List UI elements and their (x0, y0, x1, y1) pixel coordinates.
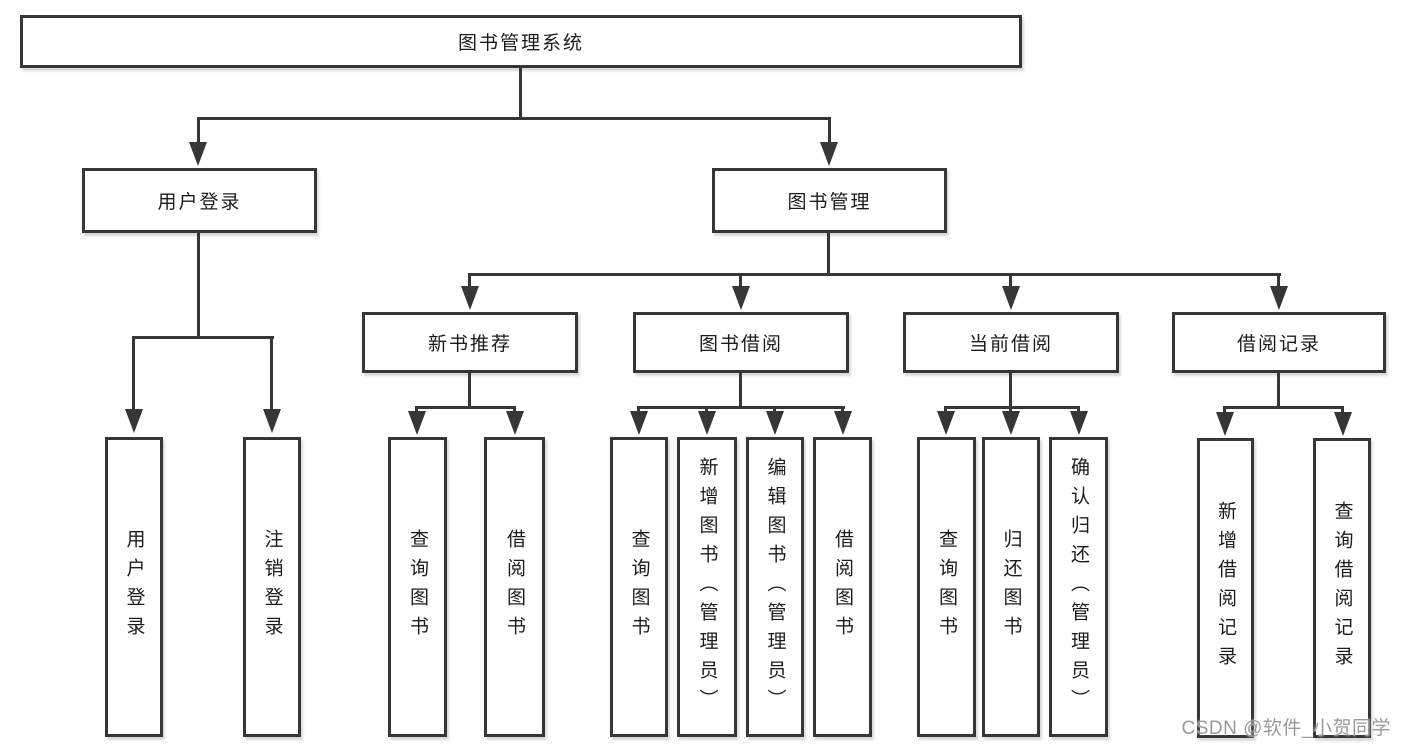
connector-bor-leaf3-stem (773, 406, 776, 413)
connector-current-rail (944, 406, 1080, 409)
connector-borrow-rail (637, 406, 845, 409)
connector-borrow-stem (739, 273, 742, 288)
connector-records-stem (1277, 273, 1280, 288)
arrowhead-to-user-login (189, 142, 207, 166)
leaf-user-login: 用户登录 (105, 437, 163, 737)
leaf-borrow-query-books-label: 查询图书 (628, 529, 650, 645)
connector-root-stem (519, 67, 522, 117)
connector-recommend-down (468, 373, 471, 406)
arrowhead-leaf-logout (263, 409, 281, 433)
arrowhead-cur-leaf2 (1002, 411, 1020, 435)
node-user-login-label: 用户登录 (157, 192, 242, 213)
connector-to-book-mgmt-stem (828, 117, 831, 145)
node-library-system-label: 图书管理系统 (457, 33, 584, 54)
leaf-user-login-label: 用户登录 (123, 529, 145, 645)
csdn-watermark: CSDN @软件_小贺同学 (1181, 718, 1391, 739)
leaf-logout: 注销登录 (243, 437, 301, 737)
connector-records-down (1277, 373, 1280, 406)
connector-rec-leaf1-stem (415, 406, 418, 413)
arrowhead-rec-leaf1 (408, 411, 426, 435)
connector-cur-leaf2-stem (1009, 406, 1012, 413)
leaf-confirm-return-admin: 确认归还（管理员） (1049, 437, 1108, 737)
node-new-book-recommend-label: 新书推荐 (427, 334, 512, 355)
leaf-add-books-admin-label: 新增图书（管理员） (696, 456, 718, 718)
arrowhead-records (1270, 286, 1288, 310)
arrowhead-bor-leaf3 (766, 411, 784, 435)
connector-records-rail (1223, 406, 1344, 409)
connector-book-mgmt-rail (468, 273, 1281, 276)
leaf-recommend-query-books: 查询图书 (388, 437, 447, 737)
connector-user-login-stem (197, 231, 200, 336)
arrowhead-cur-leaf3 (1070, 411, 1088, 435)
leaf-edit-books-admin: 编辑图书（管理员） (746, 437, 804, 737)
connector-recommend-stem (468, 273, 471, 288)
node-book-mgmt-label: 图书管理 (787, 192, 872, 213)
leaf-borrow-books: 借阅图书 (813, 437, 872, 737)
arrowhead-bor-leaf2 (698, 411, 716, 435)
arrowhead-borrow (732, 286, 750, 310)
arrowhead-rcd-leaf1 (1216, 412, 1234, 436)
node-borrow-records-label: 借阅记录 (1236, 334, 1321, 355)
leaf-query-borrow-record: 查询借阅记录 (1313, 438, 1371, 738)
leaf-recommend-borrow-books-label: 借阅图书 (504, 529, 525, 645)
node-book-borrow-label: 图书借阅 (698, 334, 783, 355)
leaf-add-borrow-record: 新增借阅记录 (1197, 438, 1254, 738)
leaf-borrow-books-label: 借阅图书 (832, 529, 853, 645)
arrowhead-bor-leaf1 (630, 411, 648, 435)
leaf-current-query-books: 查询图书 (917, 437, 976, 737)
connector-leaf-login-stem (132, 336, 135, 411)
connector-recommend-rail (415, 406, 516, 409)
leaf-recommend-borrow-books: 借阅图书 (484, 437, 545, 737)
arrowhead-rec-leaf2 (506, 411, 524, 435)
connector-bor-leaf4-stem (841, 406, 844, 413)
leaf-borrow-query-books: 查询图书 (610, 437, 668, 737)
connector-to-user-login-stem (197, 117, 200, 145)
leaf-edit-books-admin-label: 编辑图书（管理员） (764, 456, 786, 718)
node-book-mgmt: 图书管理 (712, 168, 947, 233)
leaf-add-borrow-record-label: 新增借阅记录 (1215, 501, 1236, 675)
leaf-current-query-books-label: 查询图书 (936, 529, 957, 645)
connector-leaf-logout-stem (270, 336, 273, 411)
connector-cur-leaf3-stem (1077, 406, 1080, 413)
connector-book-mgmt-stem (827, 231, 830, 273)
connector-rec-leaf2-stem (513, 406, 516, 413)
arrowhead-rcd-leaf2 (1334, 412, 1352, 436)
node-current-borrow-label: 当前借阅 (968, 334, 1053, 355)
connector-current-down (1009, 373, 1012, 406)
connector-rcd-leaf2-stem (1341, 406, 1344, 413)
connector-bor-leaf2-stem (705, 406, 708, 413)
node-book-borrow: 图书借阅 (633, 312, 849, 373)
node-user-login: 用户登录 (82, 168, 317, 233)
arrowhead-to-book-mgmt (820, 142, 838, 166)
node-borrow-records: 借阅记录 (1172, 312, 1386, 373)
arrowhead-cur-leaf1 (937, 411, 955, 435)
connector-borrow-down (739, 373, 742, 406)
arrowhead-current (1002, 286, 1020, 310)
leaf-logout-label: 注销登录 (261, 529, 283, 645)
connector-root-rail (197, 117, 831, 120)
connector-rcd-leaf1-stem (1223, 406, 1226, 413)
connector-cur-leaf1-stem (944, 406, 947, 413)
node-current-borrow: 当前借阅 (903, 312, 1119, 373)
leaf-return-books: 归还图书 (982, 437, 1040, 737)
leaf-add-books-admin: 新增图书（管理员） (677, 437, 737, 737)
connector-current-stem (1009, 273, 1012, 288)
leaf-query-borrow-record-label: 查询借阅记录 (1331, 501, 1353, 675)
arrowhead-bor-leaf4 (834, 411, 852, 435)
leaf-return-books-label: 归还图书 (1000, 529, 1022, 645)
arrowhead-recommend (461, 286, 479, 310)
connector-user-login-rail (132, 336, 274, 339)
leaf-confirm-return-admin-label: 确认归还（管理员） (1068, 456, 1089, 718)
leaf-recommend-query-books-label: 查询图书 (407, 529, 428, 645)
node-library-system: 图书管理系统 (20, 15, 1022, 68)
connector-bor-leaf1-stem (637, 406, 640, 413)
node-new-book-recommend: 新书推荐 (362, 312, 578, 373)
arrowhead-leaf-login (125, 409, 143, 433)
